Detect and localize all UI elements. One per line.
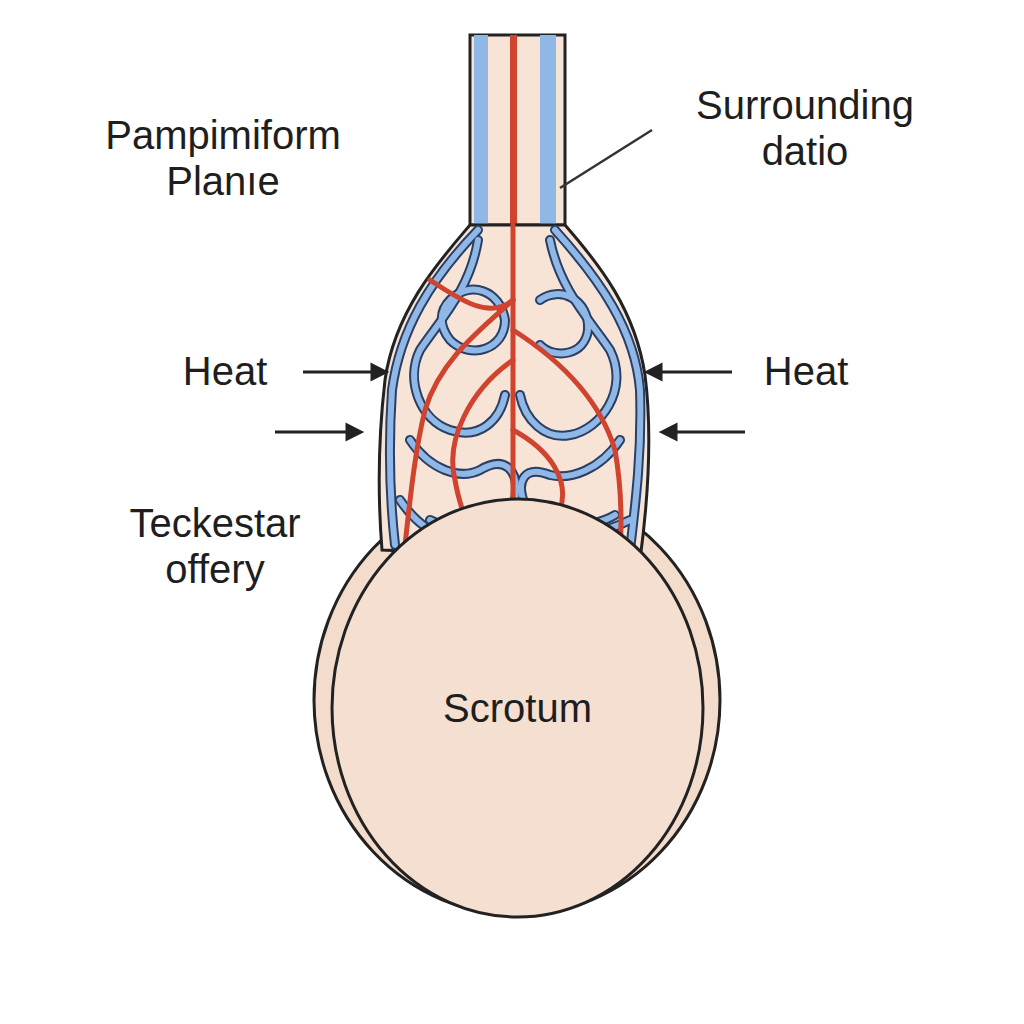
part-label: Surrounding datio (655, 82, 955, 174)
part-label: Pampimiform Planıe (68, 112, 378, 204)
part-label: Teckestar offery (85, 500, 345, 592)
cord-artery (510, 35, 517, 235)
scrotum-text-wrap: Scrotum (330, 497, 705, 919)
leader-line (560, 130, 652, 188)
scrotum-ellipse (332, 499, 703, 917)
part-label: Heat (736, 348, 876, 394)
part-label: Heat (155, 348, 295, 394)
scrotum-shape: Scrotum (330, 497, 705, 919)
heat-arrows (275, 365, 745, 439)
cord-vein (474, 35, 488, 230)
node-label: Scrotum (443, 685, 592, 731)
cord-vein (540, 35, 556, 230)
